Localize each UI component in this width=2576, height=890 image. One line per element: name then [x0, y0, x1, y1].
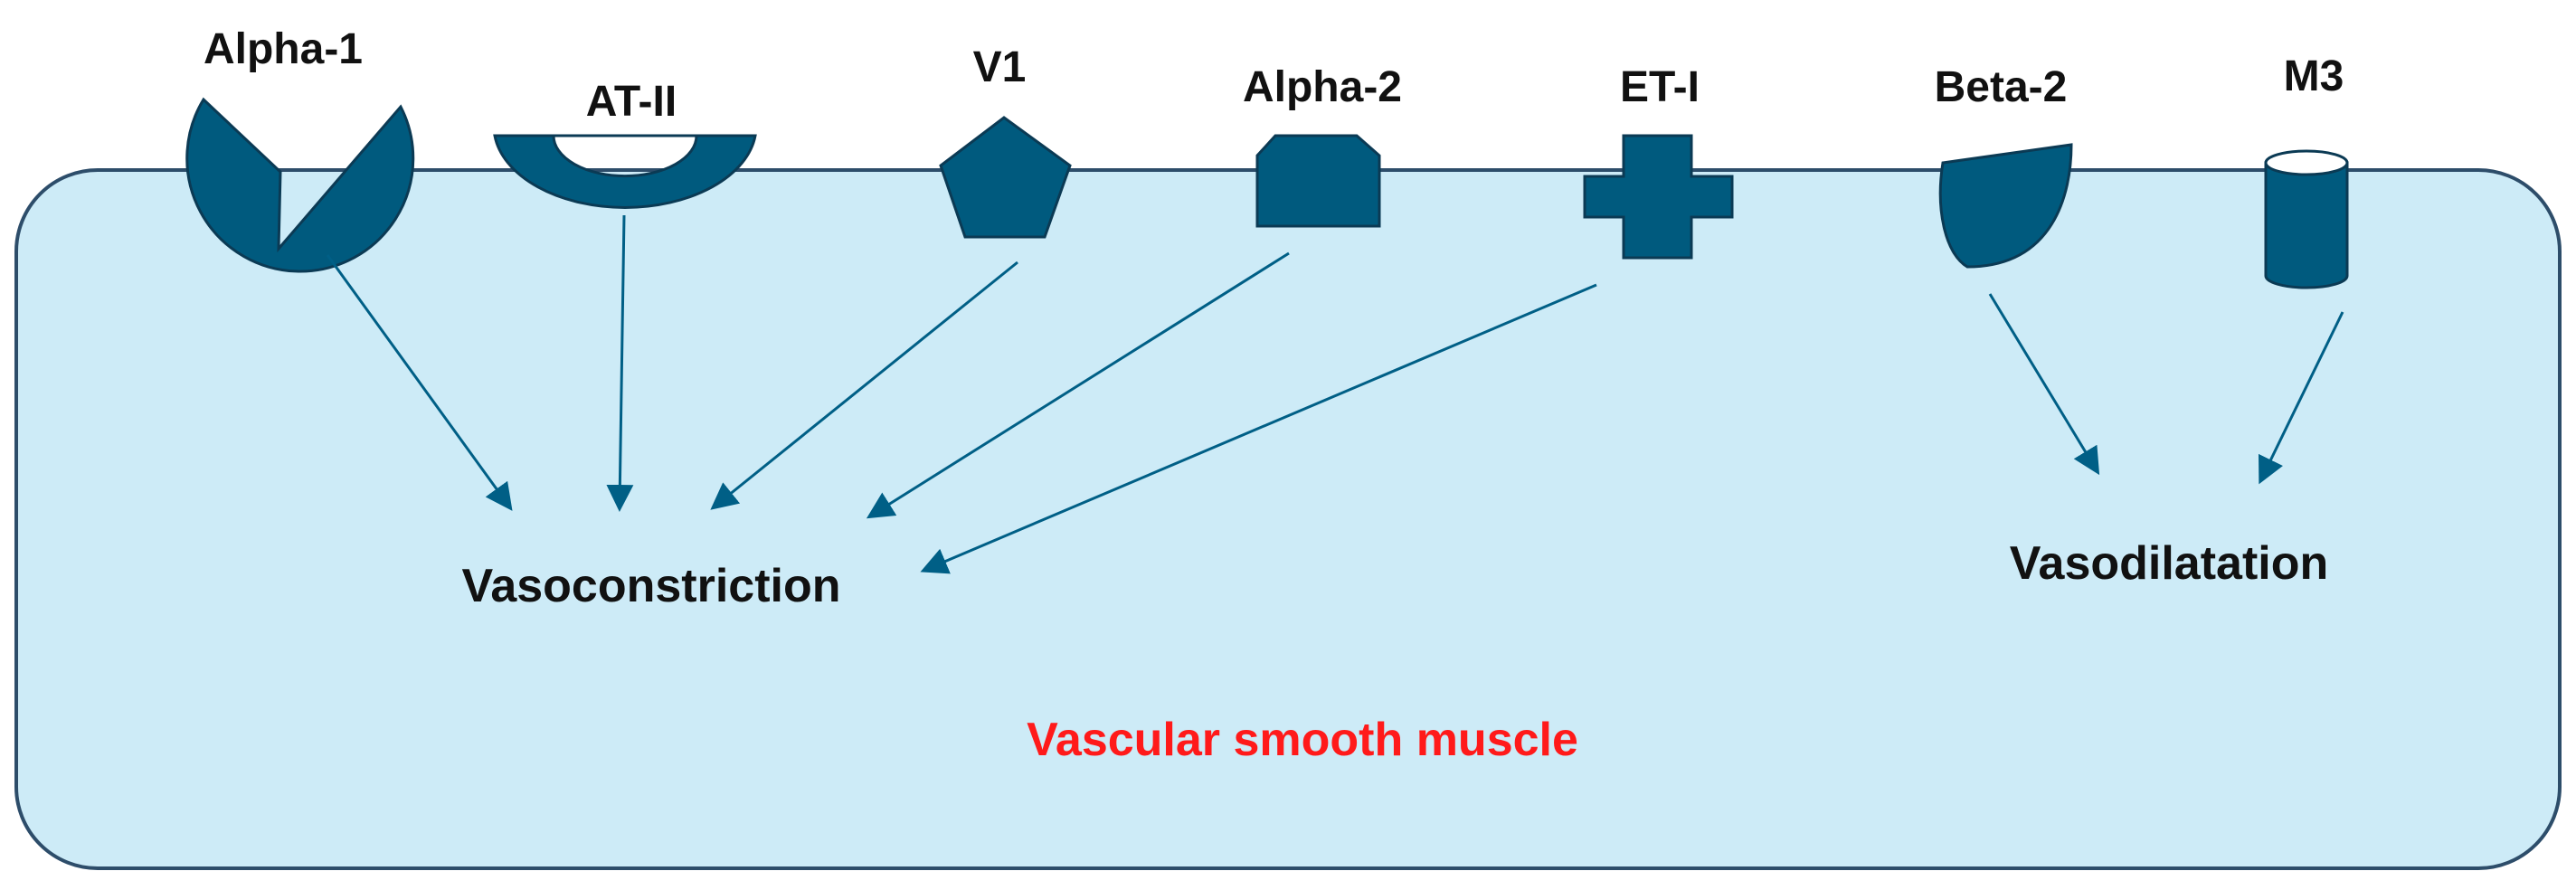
label-alpha-1: Alpha-1 — [204, 25, 363, 73]
label-et-i: ET-I — [1620, 63, 1700, 111]
et-i-receptor-icon — [1583, 134, 1734, 260]
label-m3: M3 — [2284, 52, 2344, 100]
arrow-v1 — [710, 260, 1018, 510]
at-ii-receptor-icon — [493, 134, 757, 209]
v1-receptor-icon — [939, 116, 1072, 239]
arrow-alpha-1 — [326, 254, 513, 511]
arrow-at-ii — [606, 214, 634, 512]
label-beta-2: Beta-2 — [1935, 63, 2068, 111]
alpha-1-receptor-icon — [185, 97, 415, 273]
vascular-smooth-muscle-label: Vascular smooth muscle — [1027, 714, 1578, 766]
vasodilatation-label: Vasodilatation — [2010, 537, 2329, 590]
m3-receptor-icon — [2264, 149, 2349, 289]
beta-2-receptor-icon — [1938, 143, 2073, 269]
label-alpha-2: Alpha-2 — [1243, 63, 1402, 111]
vasoconstriction-label: Vasoconstriction — [462, 560, 841, 612]
label-at-ii: AT-II — [586, 78, 677, 126]
arrow-et-i — [920, 283, 1597, 574]
arrows — [326, 214, 2344, 574]
arrow-alpha-2 — [866, 251, 1290, 519]
arrow-m3 — [2259, 311, 2344, 485]
label-v1: V1 — [973, 43, 1027, 91]
arrow-beta-2 — [1988, 293, 2100, 476]
alpha-2-receptor-icon — [1255, 134, 1381, 228]
